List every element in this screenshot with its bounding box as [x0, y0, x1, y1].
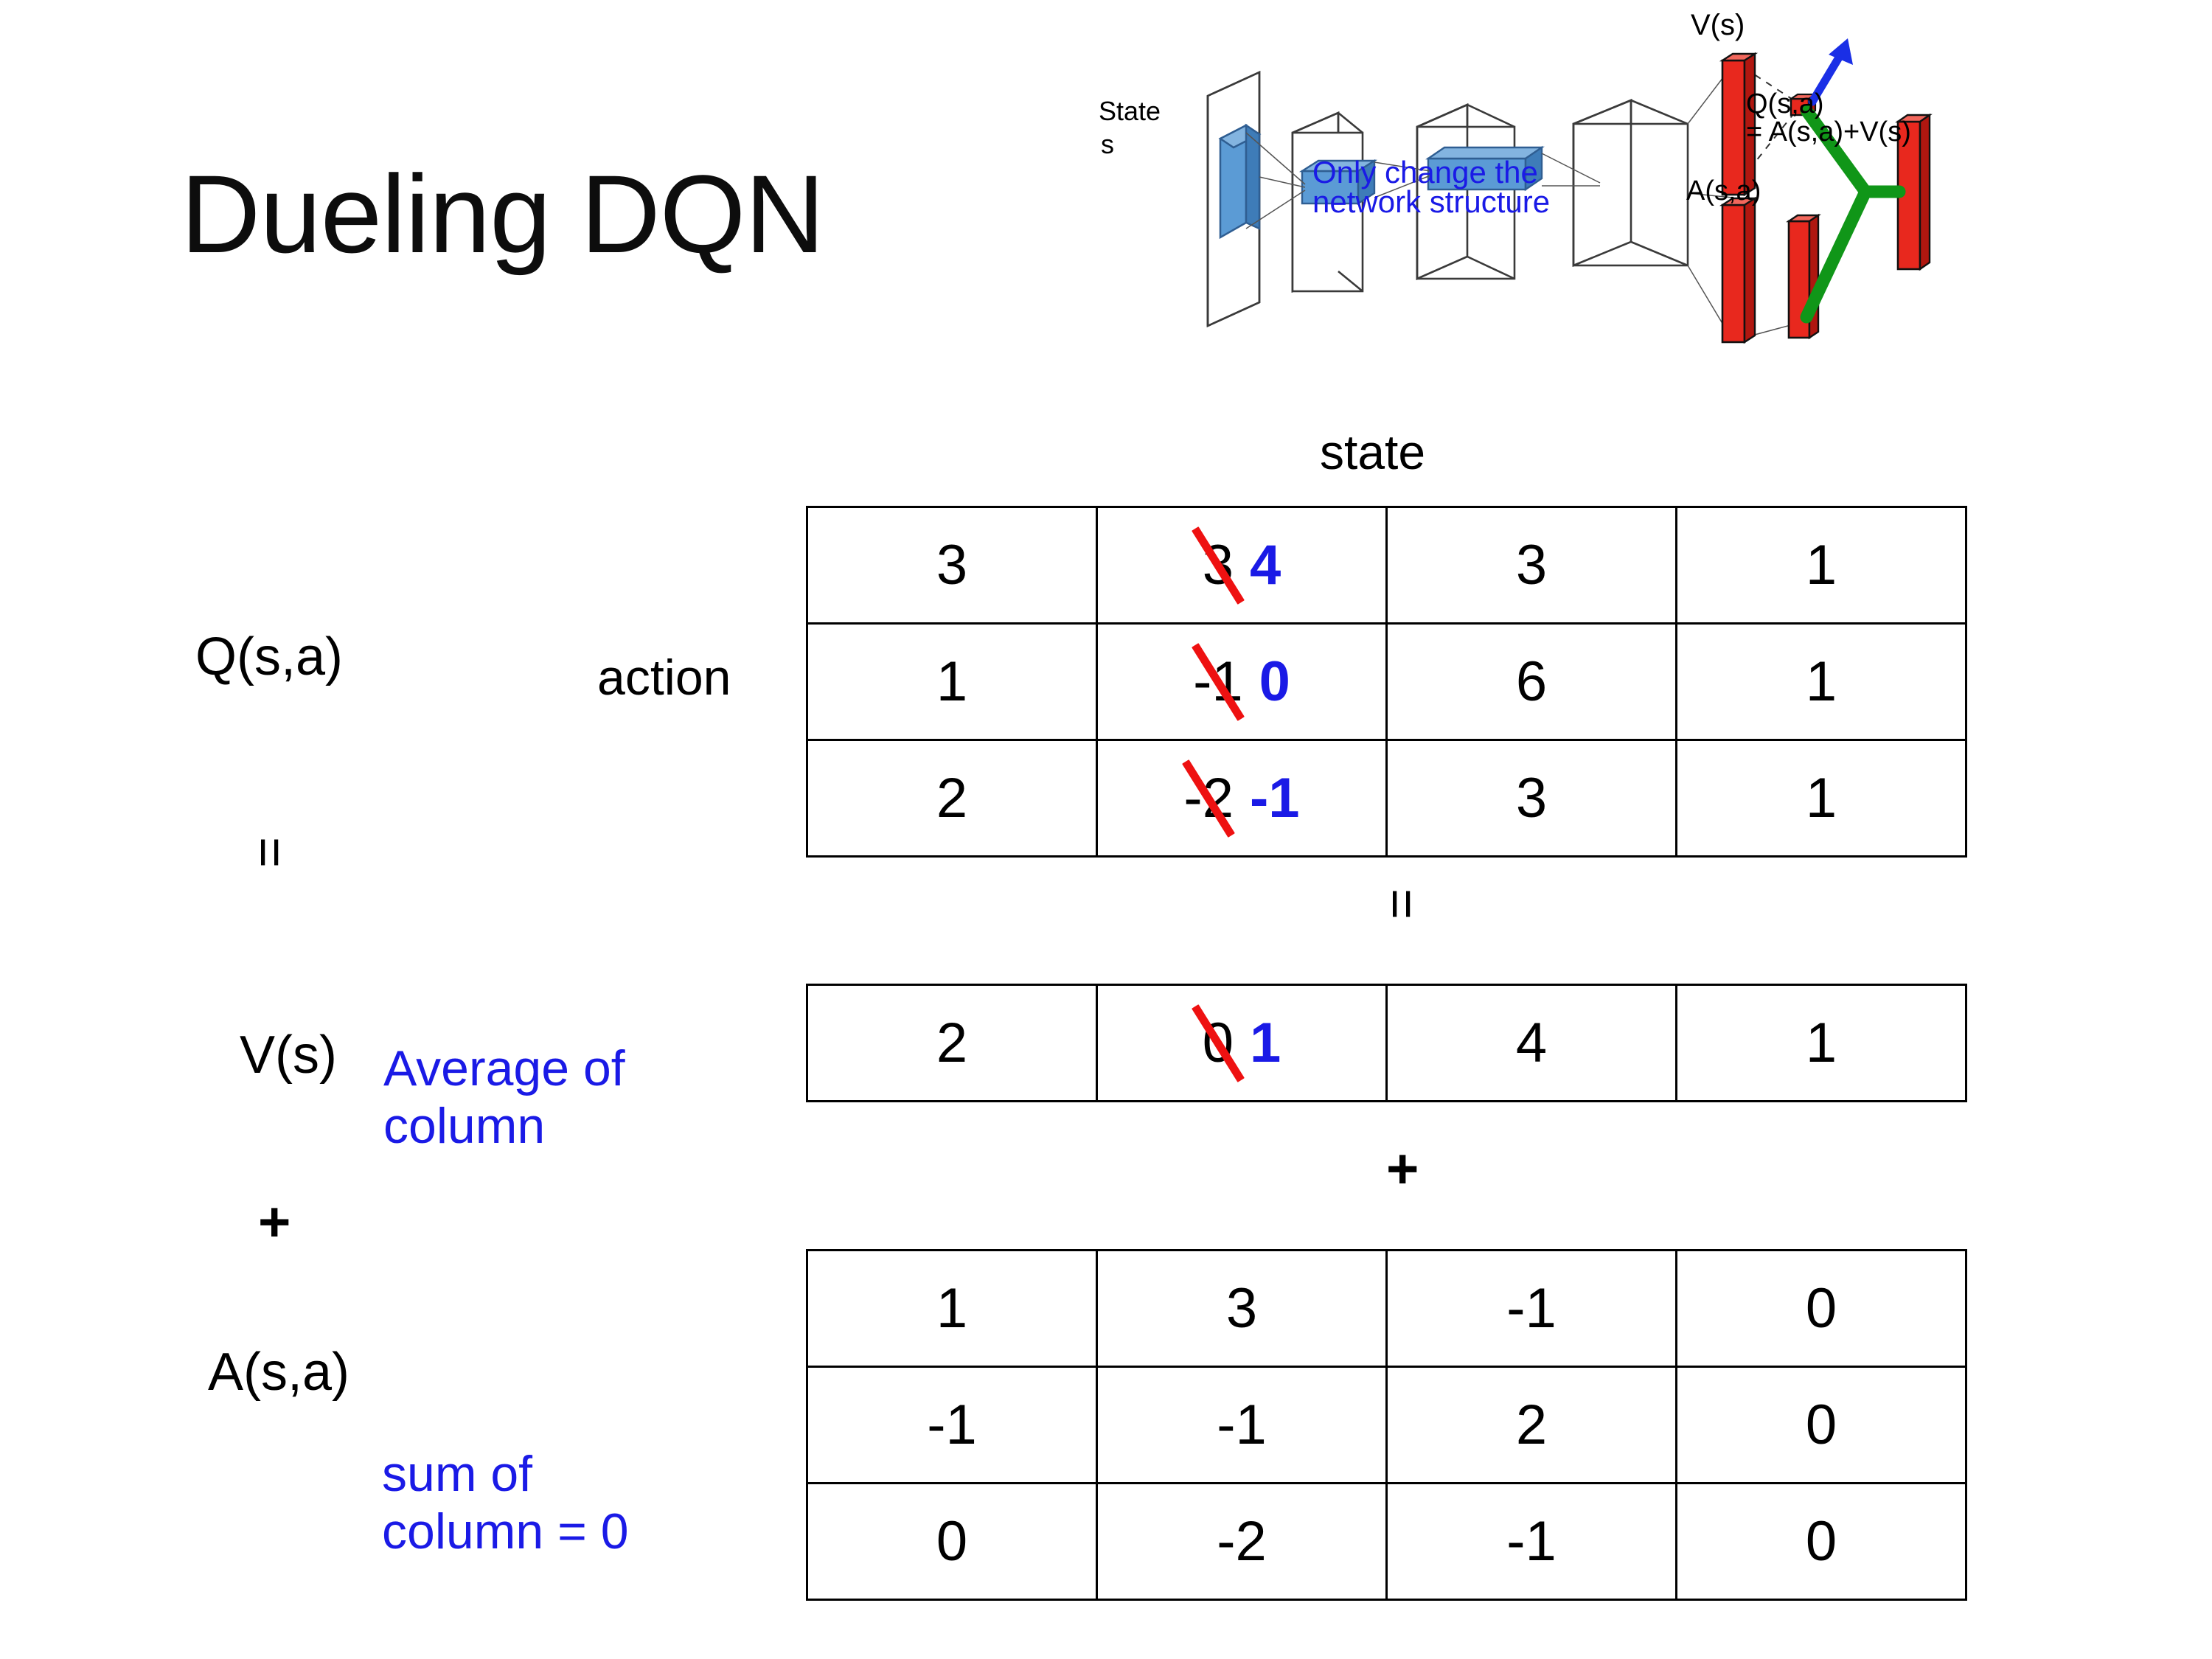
network-architecture-svg [1206, 38, 1933, 344]
q-cell-r0c3: 1 [1675, 506, 1967, 625]
a-cell-r1c0: -1 [806, 1366, 1098, 1484]
dueling-network-diagram: State s V(s) A(s,a) Q(s,a) = A(s,a)+V(s)… [1084, 7, 2212, 406]
plus-operator-left: + [258, 1191, 291, 1253]
action-axis-label: action [597, 650, 731, 706]
a-cell-r1c1: -1 [1096, 1366, 1388, 1484]
corrected-new-value: -1 [1250, 767, 1300, 830]
diagram-q-output-line2: = A(s,a)+V(s) [1746, 116, 1911, 147]
diagram-state-sub: s [1101, 129, 1114, 159]
v-cell-c3: 1 [1675, 984, 1967, 1102]
q-cell-r0c0: 3 [806, 506, 1098, 625]
q-cell-r1c1: -1 0 [1096, 622, 1388, 741]
v-cell-c0: 2 [806, 984, 1098, 1102]
a-cell-r0c0: 1 [806, 1249, 1098, 1368]
a-cell-r2c2: -1 [1385, 1482, 1677, 1601]
average-note-line1: Average of [383, 1040, 625, 1096]
a-cell-r2c0: 0 [806, 1482, 1098, 1601]
table-row: 3 3 4 3 1 [806, 506, 1967, 625]
q-cell-r1c0: 1 [806, 622, 1098, 741]
q-cell-r2c3: 1 [1675, 739, 1967, 858]
diagram-advantage-output: A(s,a) [1686, 175, 1761, 206]
a-cell-r0c1: 3 [1096, 1249, 1388, 1368]
table-row: 1 3 -1 0 [806, 1249, 1967, 1368]
diagram-state-label: State [1099, 96, 1161, 126]
corrected-new-value: 0 [1259, 650, 1290, 713]
receptive-field-patch-icon [1218, 123, 1545, 240]
q-cell-r0c2: 3 [1385, 506, 1677, 625]
corrected-new-value: 4 [1250, 534, 1281, 597]
struck-old-value: 0 [1191, 1004, 1245, 1082]
plus-operator-middle: + [1386, 1138, 1419, 1200]
q-cell-r1c3: 1 [1675, 622, 1967, 741]
sum-of-column-note: sum of column = 0 [382, 1445, 629, 1560]
table-row: 2 0 1 4 1 [806, 984, 1967, 1102]
sum-note-line2: column = 0 [382, 1503, 629, 1560]
a-cell-r1c2: 2 [1385, 1366, 1677, 1484]
corrected-value: -1 0 [1191, 642, 1290, 721]
q-value-table: 3 3 4 3 1 1 -1 0 6 1 2 [806, 506, 1967, 858]
table-row: 1 -1 0 6 1 [806, 622, 1967, 741]
equals-operator-left: = [240, 836, 300, 869]
a-cell-r2c1: -2 [1096, 1482, 1388, 1601]
corrected-value: 3 4 [1191, 526, 1281, 605]
corrected-new-value: 1 [1250, 1012, 1281, 1074]
diagram-note-line2: network structure [1312, 184, 1551, 219]
struck-old-value: -2 [1182, 759, 1236, 838]
q-cell-r1c2: 6 [1385, 622, 1677, 741]
struck-old-value: -1 [1191, 642, 1245, 721]
diagram-value-output: V(s) [1691, 9, 1745, 41]
v-value-table: 2 0 1 4 1 [806, 984, 1967, 1102]
a-cell-r0c3: 0 [1675, 1249, 1967, 1368]
page-title: Dueling DQN [181, 152, 825, 276]
diagram-note-line1: Only change the [1312, 155, 1538, 189]
table-row: -1 -1 2 0 [806, 1366, 1967, 1484]
a-function-label: A(s,a) [208, 1343, 350, 1402]
struck-old-value: 3 [1191, 526, 1245, 605]
q-cell-r0c1: 3 4 [1096, 506, 1388, 625]
table-row: 0 -2 -1 0 [806, 1482, 1967, 1601]
a-cell-r0c2: -1 [1385, 1249, 1677, 1368]
table-row: 2 -2 -1 3 1 [806, 739, 1967, 858]
average-of-column-note: Average of column [383, 1040, 625, 1155]
equals-operator-middle: = [1372, 888, 1432, 920]
v-function-label: V(s) [240, 1026, 337, 1085]
advantage-value-table: 1 3 -1 0 -1 -1 2 0 0 -2 -1 0 [806, 1249, 1967, 1601]
value-arrow-icon [1808, 38, 1853, 106]
q-cell-r2c2: 3 [1385, 739, 1677, 858]
q-function-label: Q(s,a) [195, 627, 344, 686]
corrected-value: -2 -1 [1182, 759, 1300, 838]
v-cell-c2: 4 [1385, 984, 1677, 1102]
red-bar-icon [1719, 52, 1933, 344]
a-cell-r2c3: 0 [1675, 1482, 1967, 1601]
corrected-value: 0 1 [1191, 1004, 1281, 1082]
v-cell-c1: 0 1 [1096, 984, 1388, 1102]
a-cell-r1c3: 0 [1675, 1366, 1967, 1484]
sum-note-line1: sum of [382, 1446, 533, 1502]
q-cell-r2c0: 2 [806, 739, 1098, 858]
diagram-q-output-line1: Q(s,a) [1746, 88, 1824, 119]
average-note-line2: column [383, 1098, 546, 1155]
state-axis-label: state [1320, 425, 1426, 479]
q-cell-r2c1: -2 -1 [1096, 739, 1388, 858]
